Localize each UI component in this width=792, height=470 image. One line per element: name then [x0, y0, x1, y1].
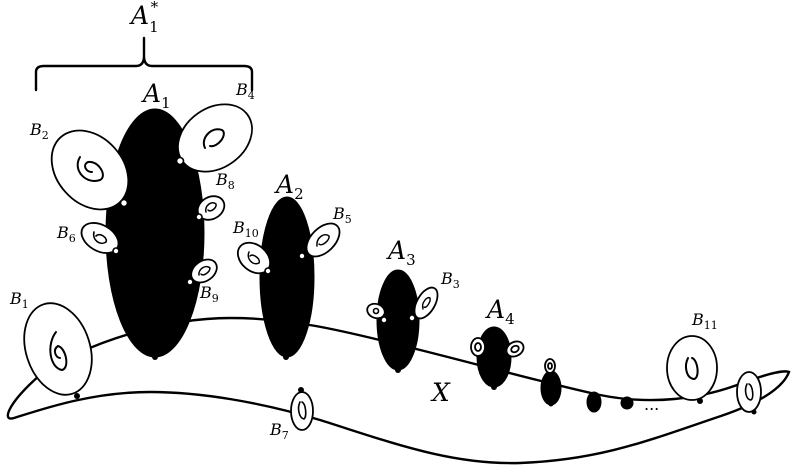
- label-a4: A4: [485, 295, 515, 328]
- label-a2: A2: [274, 170, 304, 203]
- label-b5: B5: [332, 204, 352, 226]
- label-b11: B11: [691, 310, 718, 332]
- b4-handle-icon: [202, 128, 225, 149]
- label-b4: B4: [235, 80, 255, 102]
- label-x: X: [430, 378, 451, 407]
- bubble-a4-left: [470, 337, 486, 357]
- bubble-b9: [186, 258, 218, 286]
- label-a3: A3: [386, 236, 416, 269]
- label-b7: B7: [269, 420, 289, 442]
- bubble-a3-left: [366, 302, 388, 324]
- bubble-b7: [290, 387, 314, 431]
- bubble-b8: [195, 195, 226, 221]
- bubble-a5-top: [544, 358, 556, 374]
- curve-x: [6, 316, 791, 465]
- label-b10: B10: [232, 218, 259, 240]
- bubble-b10: [236, 241, 272, 275]
- bubble-b5: [298, 222, 341, 260]
- label-a1: A1: [141, 79, 171, 112]
- b11-handle-icon: [685, 357, 699, 381]
- ellipsis-label: ...: [644, 395, 659, 414]
- attach-dot-a1: [152, 354, 158, 360]
- bubble-b4: [175, 103, 253, 173]
- b1-handle-icon: [49, 331, 68, 372]
- label-b2: B2: [29, 120, 49, 142]
- component-a5: [540, 370, 562, 406]
- bubble-b2: [50, 129, 130, 211]
- label-b1: B1: [9, 289, 29, 311]
- label-b6: B6: [56, 223, 76, 245]
- label-b8: B8: [215, 170, 235, 192]
- bubble-b6: [80, 222, 120, 255]
- component-a4: [476, 326, 512, 388]
- bubble-b1: [23, 302, 93, 399]
- label-b3: B3: [440, 269, 460, 291]
- bubble-b3: [408, 286, 439, 322]
- brace-a1-star: [34, 36, 254, 92]
- component-a6: [586, 391, 602, 413]
- label-a1-star: A1*: [129, 0, 159, 36]
- component-a7: [620, 396, 634, 410]
- component-a2: [259, 196, 315, 358]
- label-b9: B9: [199, 283, 219, 305]
- b2-handle-icon: [76, 156, 104, 182]
- bubble-b-right: [736, 371, 762, 415]
- bubble-a4-right: [505, 340, 525, 358]
- bubble-b11: [666, 335, 718, 404]
